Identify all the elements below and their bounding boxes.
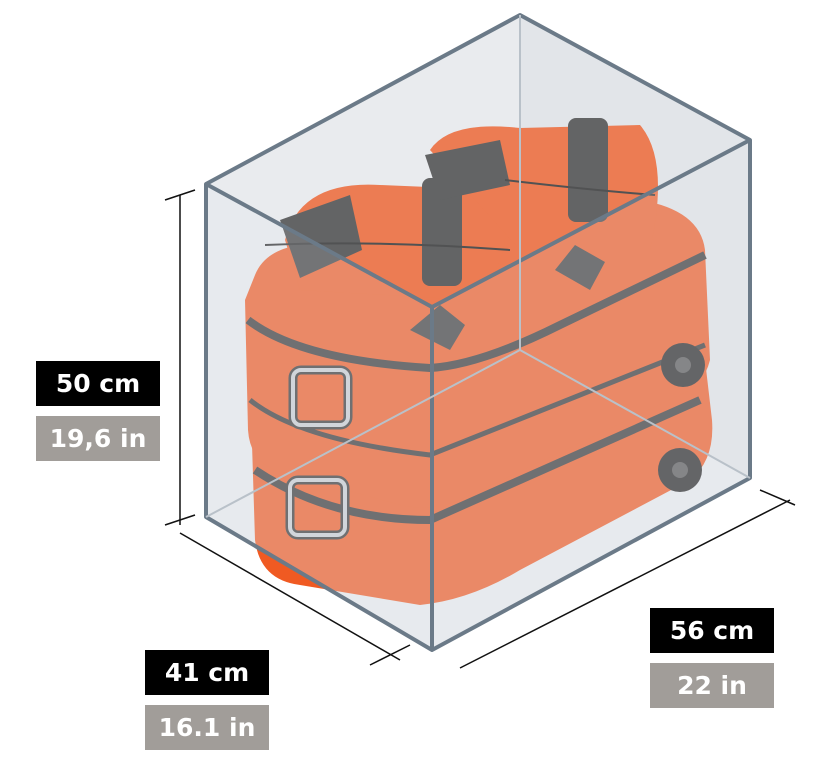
width-cm-label: 56 cm xyxy=(650,608,774,653)
height-in-label: 19,6 in xyxy=(36,416,160,461)
width-in-label: 22 in xyxy=(650,663,774,708)
dimension-lines xyxy=(164,189,796,669)
height-cm-label: 50 cm xyxy=(36,361,160,406)
depth-in-label: 16.1 in xyxy=(145,705,269,750)
box-front xyxy=(204,13,752,652)
depth-cm-label: 41 cm xyxy=(145,650,269,695)
